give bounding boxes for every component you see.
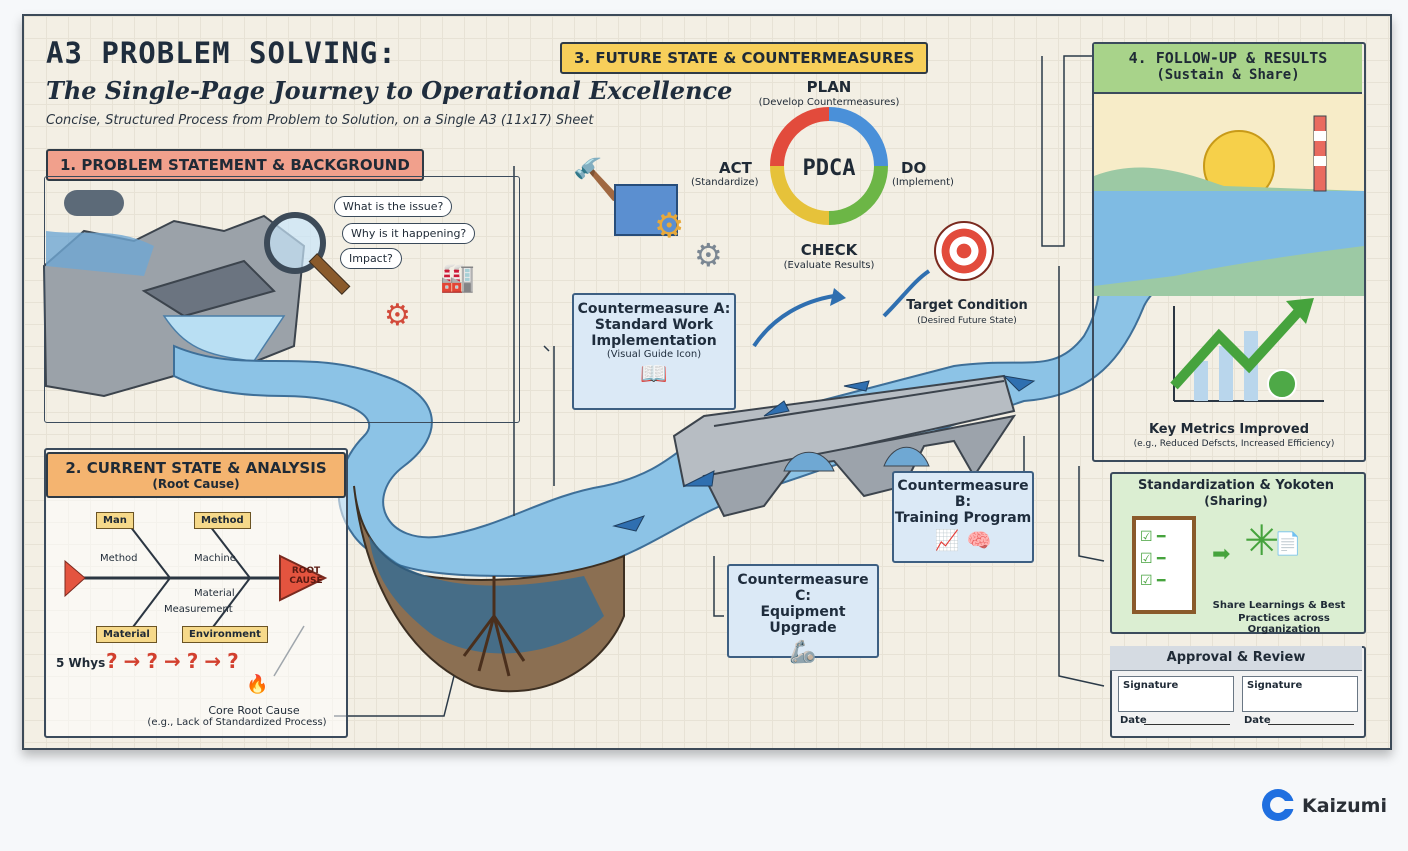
cm-b-line2: Training Program	[894, 510, 1032, 526]
fishbone-cause: Machine	[194, 553, 236, 564]
arrow-right-icon: ➡	[1212, 542, 1231, 567]
a3-sheet: A3 PROBLEM SOLVING: The Single-Page Jour…	[22, 14, 1392, 750]
growth-chart	[1170, 298, 1324, 402]
cm-a-line1: Countermeasure A:	[577, 301, 731, 317]
fishbone-cause: Material	[194, 588, 235, 599]
connector-lines	[273, 55, 1105, 717]
signature-field-2[interactable]: Signature	[1242, 676, 1358, 712]
metrics-sub: (e.g., Reduced Defscts, Increased Effici…	[1133, 439, 1335, 449]
flow-arrows	[612, 375, 1036, 532]
checklist-icon: ☑ ━☑ ━☑ ━	[1132, 516, 1196, 614]
countermeasure-c-card: Countermeasure C: Equipment Upgrade 🦾	[727, 564, 879, 665]
pdca-plan: PLAN	[806, 78, 852, 96]
pdca-plan-sub: (Develop Countermeasures)	[758, 97, 900, 108]
section1-label: 1. PROBLEM STATEMENT & BACKGROUND	[46, 149, 424, 181]
question-bubble: Why is it happening?	[342, 223, 476, 244]
section2-label: 2. CURRENT STATE & ANALYSIS (Root Cause)	[46, 452, 346, 498]
training-icon: 📈 🧠	[934, 528, 992, 552]
page-tagline: Concise, Structured Process from Problem…	[46, 113, 594, 128]
signature-field-1[interactable]: Signature	[1118, 676, 1234, 712]
document-icon: 📄	[1274, 532, 1302, 557]
cm-a-sub: (Visual Guide Icon)	[606, 349, 702, 360]
fishbone-category: Environment	[182, 626, 268, 643]
date-label-1: Date	[1120, 715, 1147, 726]
fishbone-cause: Method	[100, 553, 138, 564]
book-icon: 📖	[640, 362, 668, 387]
section4-sublabel: (Sustain & Share)	[1156, 67, 1300, 83]
section4-frame	[1092, 42, 1366, 462]
cm-c-line1: Countermeasure C:	[737, 572, 869, 604]
page-subtitle: The Single-Page Journey to Operational E…	[46, 76, 733, 105]
approval-title: Approval & Review	[1110, 646, 1362, 671]
page-title: A3 PROBLEM SOLVING:	[46, 36, 397, 70]
fishbone-category: Material	[96, 626, 157, 643]
fishbone-category: Method	[194, 512, 251, 529]
metrics-title: Key Metrics Improved	[1148, 422, 1310, 437]
date-line-1[interactable]	[1144, 724, 1230, 725]
fishbone-diagram	[64, 525, 328, 632]
blueprint-icon	[614, 184, 678, 236]
section4-header: 4. FOLLOW-UP & RESULTS (Sustain & Share)	[1094, 44, 1362, 94]
question-bubble: What is the issue?	[334, 196, 453, 217]
target-condition-title: Target Condition	[906, 298, 1028, 313]
pdca-do: DO	[901, 159, 927, 177]
cloud-icon	[64, 190, 124, 216]
cm-b-line1: Countermeasure B:	[897, 478, 1029, 510]
date-label-2: Date	[1244, 715, 1271, 726]
fishbone-category: Man	[96, 512, 134, 529]
section2-sub: (Root Cause)	[152, 477, 240, 491]
pdca-act: ACT	[719, 159, 752, 177]
gear-icon: ⚙	[654, 206, 685, 246]
robot-arm-icon: 🦾	[789, 640, 817, 665]
gear-icon: ⚙	[694, 236, 723, 274]
target-icon	[934, 221, 994, 281]
countermeasure-b-card: Countermeasure B: Training Program 📈 🧠	[892, 471, 1034, 563]
pdca-do-sub: (Implement)	[892, 177, 954, 188]
target-condition-sub: (Desired Future State)	[917, 316, 1017, 326]
hammer-icon: 🔨	[572, 157, 622, 203]
fishbone-head: ROOT CAUSE	[289, 566, 323, 586]
cm-c-line2: Equipment Upgrade	[760, 604, 846, 636]
pdca-center: PDCA	[802, 156, 856, 181]
section2-title: 2. CURRENT STATE & ANALYSIS	[65, 459, 327, 477]
core-root-cause-example: (e.g., Lack of Standardized Process)	[147, 717, 327, 728]
pdca-check-sub: (Evaluate Results)	[783, 260, 875, 271]
sunset-scene	[1094, 94, 1364, 296]
five-whys-label: 5 Whys	[56, 656, 106, 670]
standardization-sub: (Sharing)	[1204, 494, 1268, 508]
section3-label: 3. FUTURE STATE & COUNTERMEASURES	[560, 42, 929, 74]
roots	[462, 576, 526, 677]
share-text-line1: Share Learnings & Best	[1212, 600, 1346, 611]
brand-name: Kaizumi	[1302, 795, 1387, 817]
cm-a-line2: Standard Work	[594, 317, 714, 333]
fishbone-cause: Measurement	[164, 604, 233, 615]
date-line-2[interactable]	[1268, 724, 1354, 725]
cm-a-line3: Implementation	[591, 333, 717, 349]
kaizumi-logo-icon	[1262, 789, 1296, 821]
signature-label-1: Signature	[1123, 680, 1179, 691]
broken-gear-icon: ⚙	[384, 298, 411, 333]
standardization-title: Standardization & Yokoten	[1137, 478, 1335, 493]
core-root-cause-title: Core Root Cause	[208, 704, 300, 717]
question-bubble: Impact?	[340, 248, 402, 269]
share-text-line2: Practices across Organization	[1238, 613, 1330, 635]
pdca-act-sub: (Standardize)	[691, 177, 759, 188]
factory-icon: 🏭	[440, 261, 475, 294]
countermeasure-a-card: Countermeasure A: Standard Work Implemen…	[572, 293, 736, 410]
section4-label: 4. FOLLOW-UP & RESULTS	[1128, 49, 1328, 67]
fire-icon: 🔥	[246, 674, 269, 695]
section1-frame	[44, 176, 520, 423]
share-burst-icon: ✳	[1244, 516, 1280, 565]
question-chain-icon: ?→?→?→?	[106, 649, 245, 673]
signature-label-2: Signature	[1247, 680, 1303, 691]
pdca-check: CHECK	[800, 241, 858, 259]
river-scene	[42, 55, 1364, 717]
pdca-cycle	[770, 107, 888, 225]
